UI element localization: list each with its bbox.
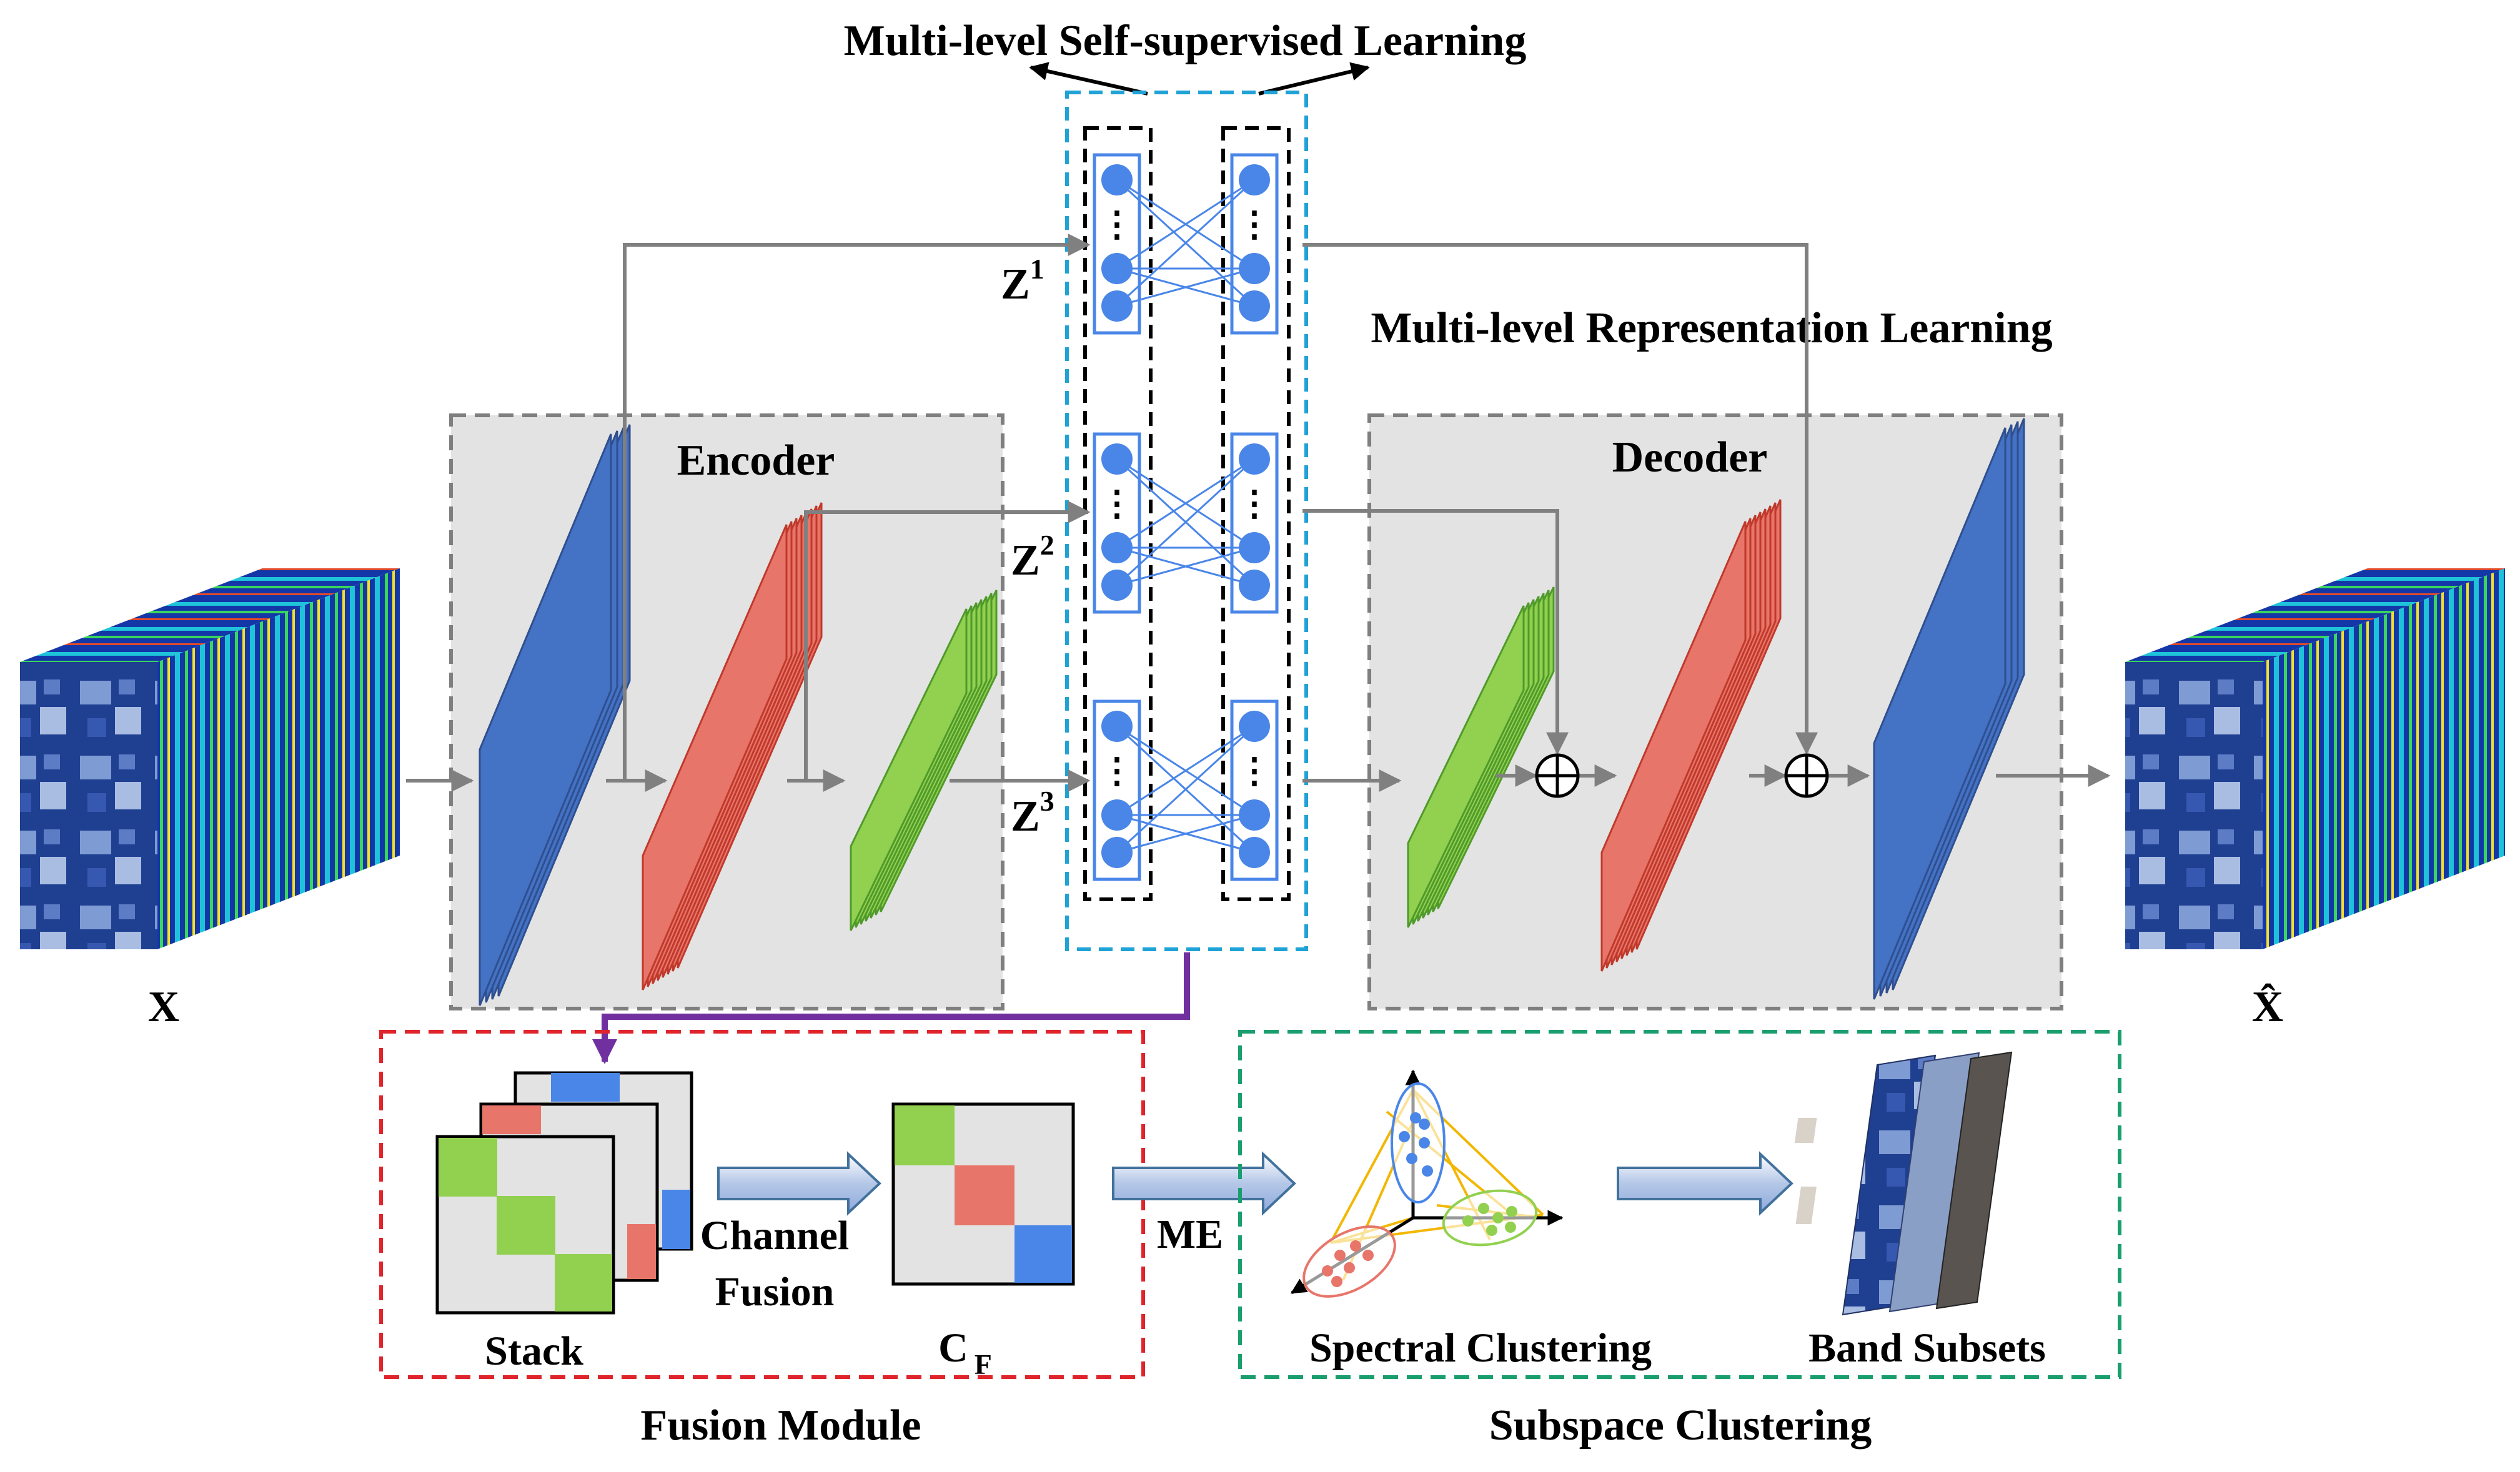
arrow-z1-plus [1302, 243, 1818, 755]
output-label: X̂ [2252, 983, 2284, 1031]
self-supervised-net-z1: ⋮ ⋮ [1093, 153, 1279, 335]
fusion-label: Fusion [715, 1269, 835, 1315]
representation-title: Multi-level Representation Learning [1371, 304, 2052, 352]
z3-label: Z3 [1011, 785, 1054, 841]
me-label: ME [1157, 1212, 1223, 1257]
spectral-clustering-label: Spectral Clustering [1309, 1325, 1652, 1371]
plus-circle-icon [1784, 753, 1829, 798]
cf-matrix [891, 1102, 1075, 1286]
encoder-layer-green [850, 590, 998, 931]
pointer-arrow-right [1258, 62, 1370, 96]
block-arrow-icon [1112, 1151, 1296, 1216]
input-label: X [148, 983, 180, 1031]
arrow-skip-z1 [623, 234, 1091, 781]
left-node-column [1083, 126, 1153, 901]
self-supervised-net-z2: ⋮ ⋮ [1093, 432, 1279, 614]
ellipsis-left: ⋮ [1099, 485, 1134, 523]
hyperspectral-cube-icon [2125, 568, 2505, 949]
z2-label: Z2 [1011, 529, 1054, 585]
ellipsis-right: ⋮ [1237, 752, 1272, 791]
block-arrow-icon [717, 1151, 881, 1216]
ellipsis-right: ⋮ [1237, 205, 1272, 244]
stack-label: Stack [485, 1328, 583, 1374]
ellipsis-left: ⋮ [1099, 205, 1134, 244]
arrow-skip-z2 [804, 501, 1091, 781]
self-supervised-net-z3: ⋮ ⋮ [1093, 699, 1279, 881]
decoder-layer-red [1600, 499, 1782, 972]
plus-circle-icon [1535, 753, 1580, 798]
arrow-to-fusion [592, 952, 1190, 1064]
fusion-module-box [379, 1030, 1145, 1379]
spectral-clustering-plot [1290, 1069, 1564, 1298]
subspace-clustering-box [1238, 1030, 2121, 1379]
pointer-arrow-left [1029, 62, 1148, 96]
subspace-clustering-title: Subspace Clustering [1489, 1401, 1872, 1450]
decoder-label: Decoder [1612, 433, 1768, 482]
block-arrow-icon [1617, 1151, 1793, 1216]
self-supervised-box [1065, 91, 1308, 951]
decoder-layer-green [1407, 586, 1555, 928]
ellipsis-left: ⋮ [1099, 752, 1134, 791]
self-supervised-title: Multi-level Self-supervised Learning [844, 17, 1527, 65]
z1-label: Z1 [1001, 253, 1044, 309]
decoder-layer-blue [1873, 418, 2025, 1000]
encoder-layer-red [642, 502, 823, 990]
stack-matrices [435, 1071, 693, 1315]
right-node-column [1221, 126, 1291, 901]
channel-label: Channel [700, 1213, 849, 1258]
ellipsis-right: ⋮ [1237, 485, 1272, 523]
band-subsets-label: Band Subsets [1808, 1325, 2046, 1371]
hyperspectral-cube-icon [20, 568, 400, 949]
fusion-module-title: Fusion Module [640, 1401, 921, 1450]
arrow-z2-plus [1302, 509, 1569, 755]
encoder-layer-blue [479, 424, 631, 1006]
encoder-label: Encoder [677, 437, 835, 485]
band-subsets-images [1794, 1051, 2013, 1316]
